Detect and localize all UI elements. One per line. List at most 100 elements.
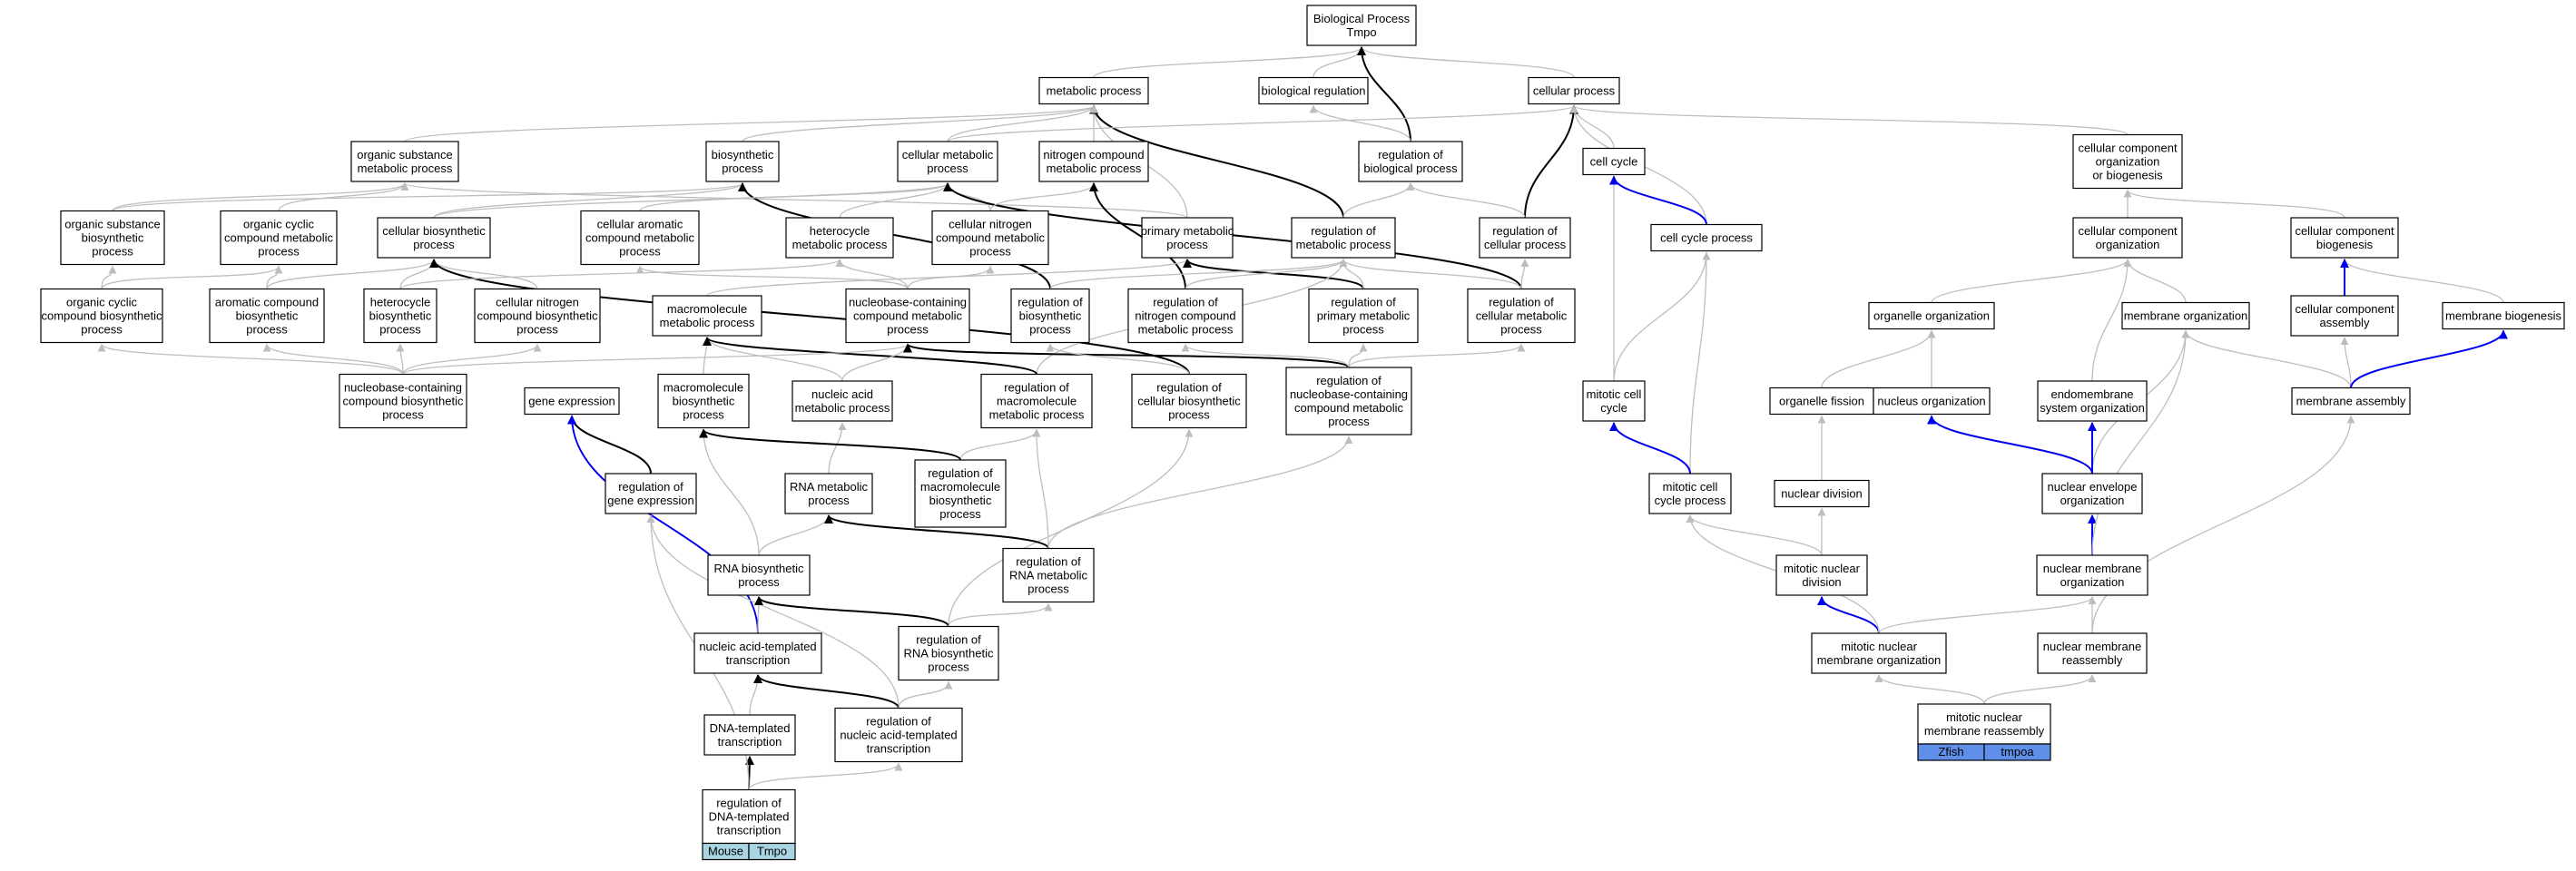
edge-rcbp-to-rbsp [1046, 343, 1190, 375]
gene-tag[interactable]: tmpoa [1983, 743, 2051, 761]
edge-dtt-to-natt [749, 674, 762, 716]
node-box [834, 707, 963, 763]
go-term-node-mb[interactable]: membrane biogenesis [2442, 301, 2565, 330]
node-label-line: macromolecule [667, 302, 747, 316]
go-term-node-cc[interactable]: cell cycle [1582, 147, 1646, 176]
node-label-line: regulation of [618, 480, 683, 494]
node-label-line: regulation of [1378, 148, 1443, 161]
go-term-node-mp[interactable]: metabolic process [1038, 76, 1149, 105]
go-term-node-ma[interactable]: membrane assembly [2291, 387, 2411, 416]
edge-occbp-to-occmp [101, 265, 283, 289]
species-tag[interactable]: Zfish [1917, 743, 1985, 761]
node-label-line: biosynthetic [236, 309, 299, 323]
go-term-node-ge[interactable]: gene expression [524, 387, 620, 416]
node-box [1582, 380, 1646, 422]
edge-rcbp-to-cbp [429, 259, 1190, 375]
go-term-node-rnbcmp[interactable]: regulation ofnucleobase-containingcompou… [1285, 367, 1412, 436]
go-term-node-ccp[interactable]: cell cycle process [1650, 223, 1763, 252]
node-box [2290, 217, 2399, 259]
node-label-line: transcription [717, 824, 782, 837]
go-term-node-of[interactable]: organelle fission [1769, 387, 1874, 416]
node-box [707, 554, 811, 596]
node-box [1002, 547, 1095, 603]
species-tag[interactable]: Mouse [702, 842, 750, 861]
go-term-node-no[interactable]: nucleus organization [1873, 387, 1991, 416]
node-box [2072, 133, 2183, 190]
edge-rrnamp-to-rmmp [1032, 428, 1049, 549]
go-term-node-br[interactable]: biological regulation [1258, 76, 1369, 105]
node-label-line: primary metabolic [1317, 309, 1411, 323]
node-box [1358, 141, 1463, 182]
go-term-node-rmabp[interactable]: regulation ofmacromoleculebiosyntheticpr… [914, 459, 1007, 528]
node-label-line: heterocycle [810, 224, 870, 238]
node-label-line: biological regulation [1262, 84, 1366, 98]
node-label-line: metabolic process [660, 316, 755, 329]
edge-rbp-to-bp [1357, 46, 1411, 142]
go-term-node-oo[interactable]: organelle organization [1868, 301, 1995, 330]
edge-ma-to-mb [2350, 329, 2508, 388]
edge-mb-to-ccbg [2340, 259, 2504, 303]
node-label-line: reassembly [2062, 653, 2123, 667]
go-term-node-nd[interactable]: nuclear division [1774, 479, 1870, 508]
edge-nbcbp-to-hbp [396, 343, 405, 375]
node-label-line: process [683, 408, 724, 422]
edge-rrnabp-to-rnabp [754, 596, 949, 628]
edge-rcp-to-cp [1524, 104, 1578, 219]
go-term-node-mo[interactable]: membrane organization [2121, 301, 2250, 330]
go-term-node-cp[interactable]: cellular process [1528, 76, 1620, 105]
gene-tag[interactable]: Tmpo [748, 842, 796, 861]
